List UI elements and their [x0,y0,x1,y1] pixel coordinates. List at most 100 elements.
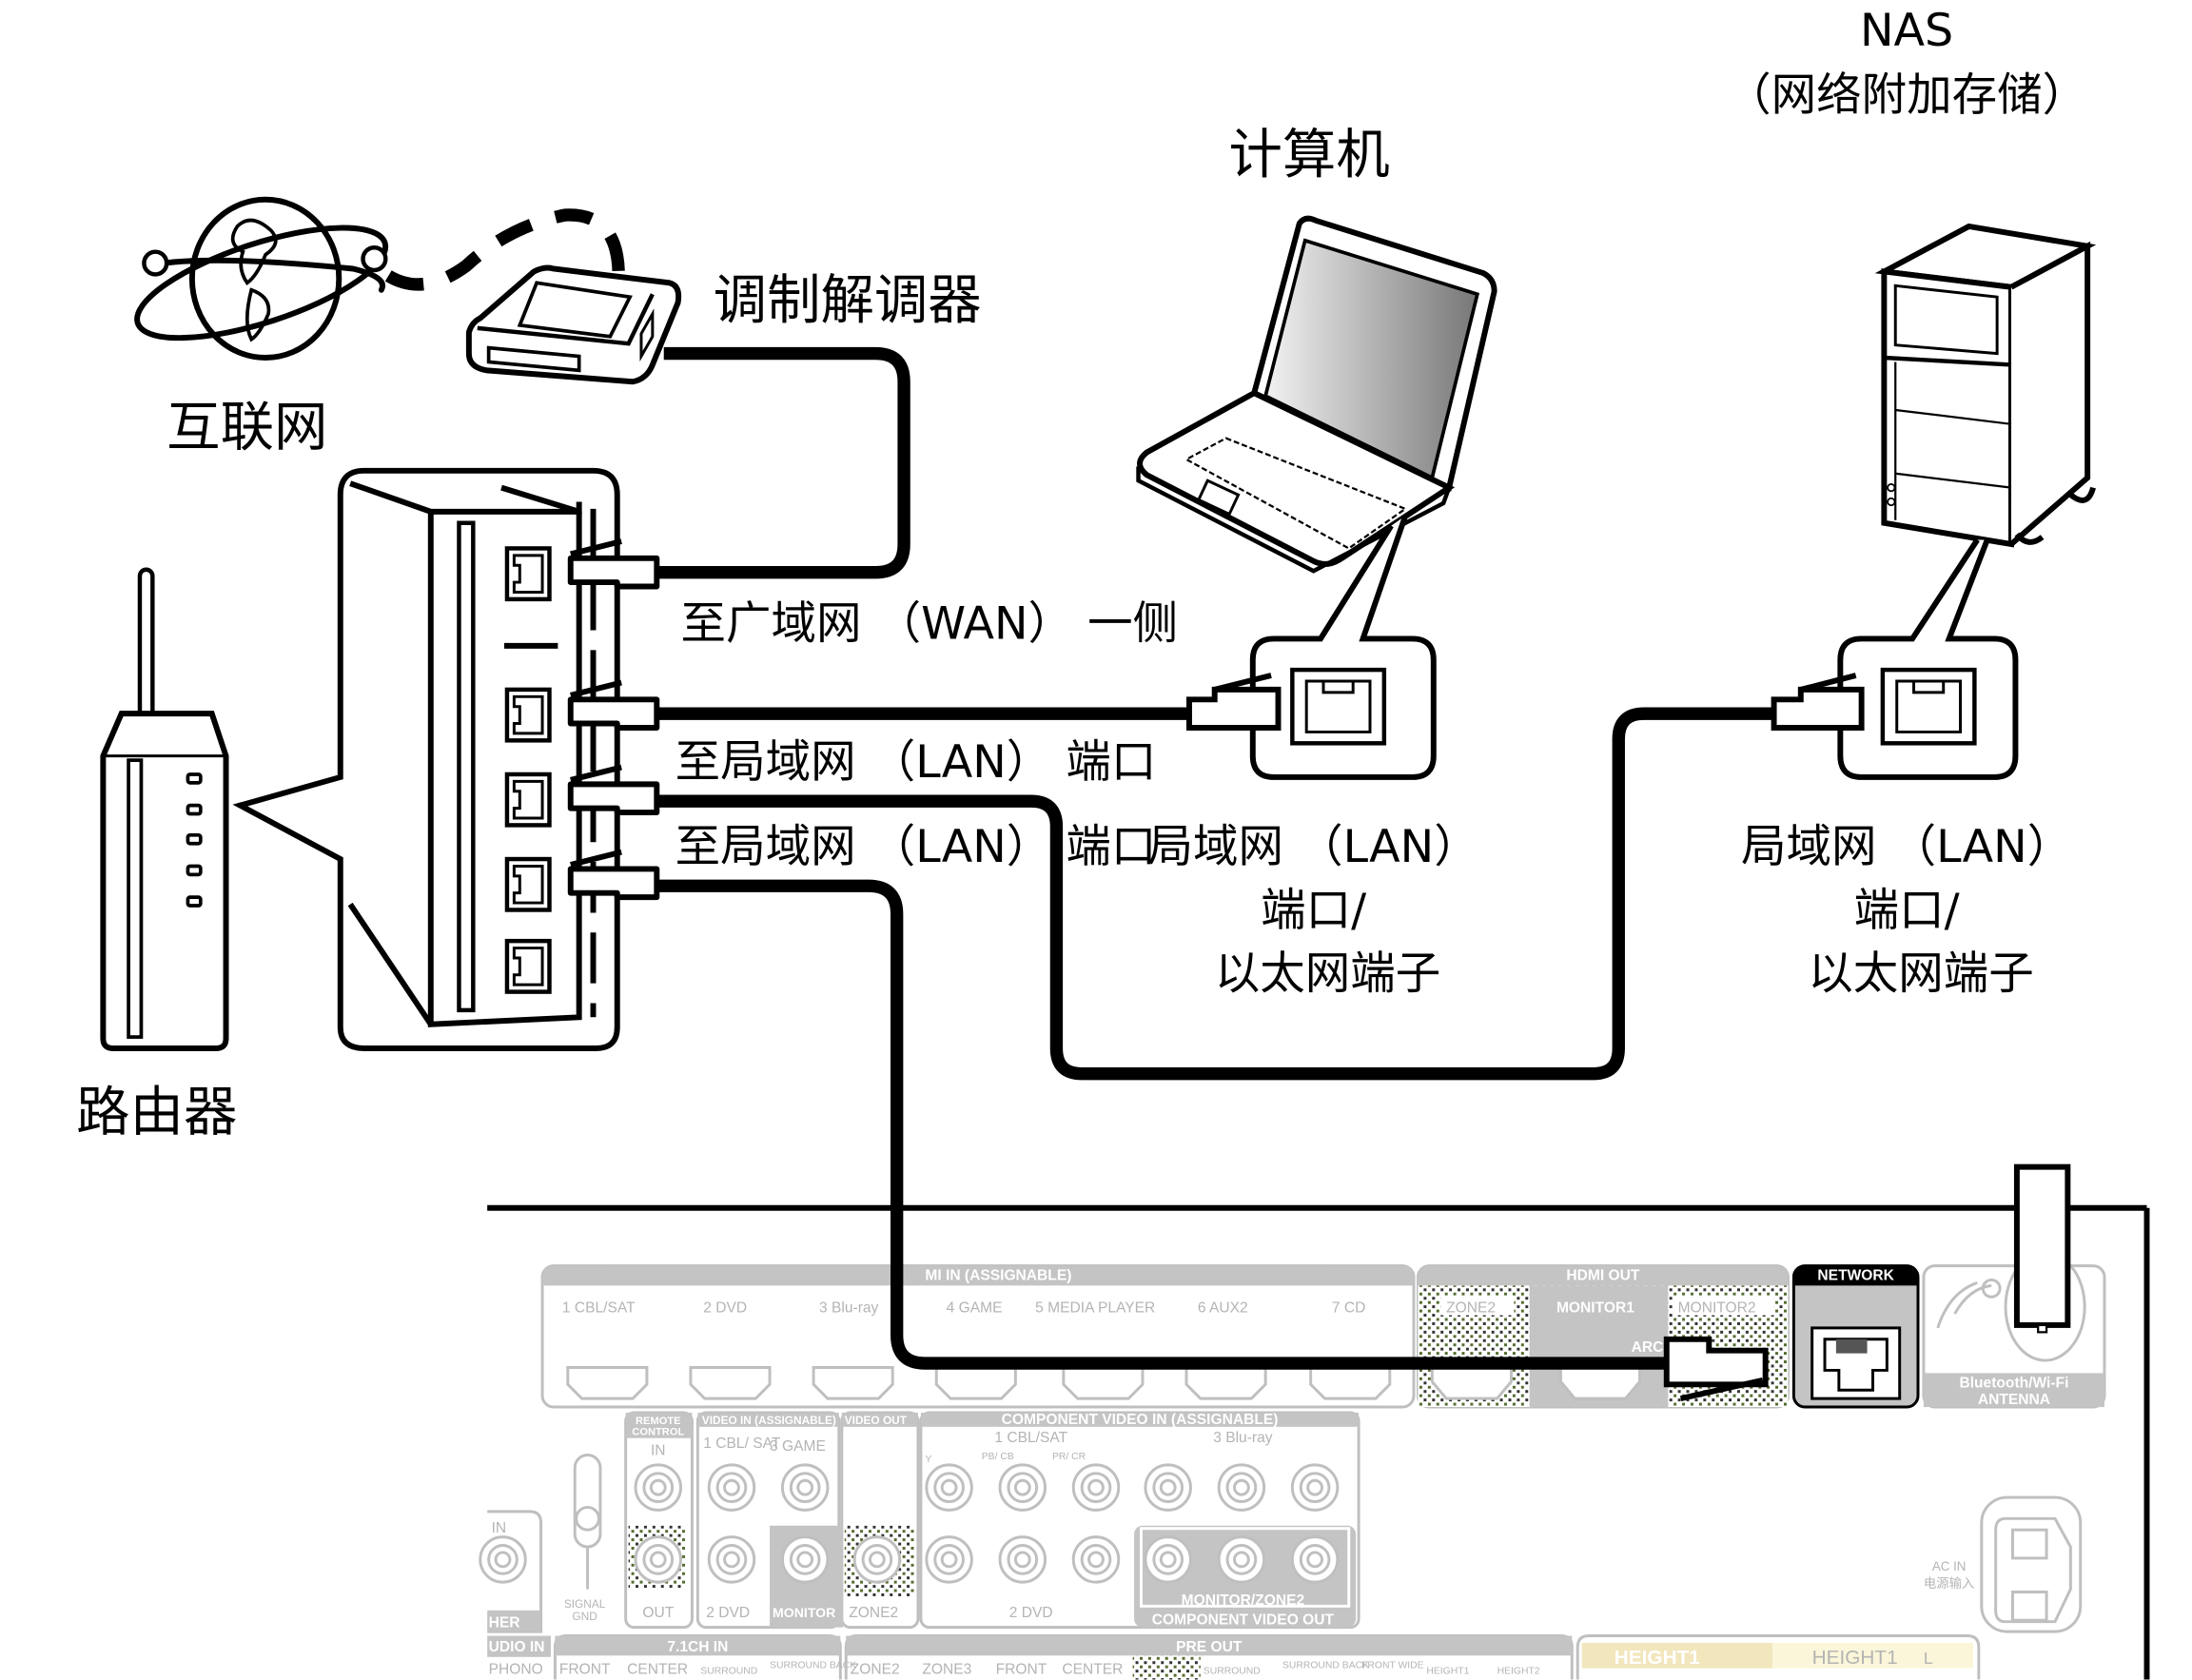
hdmi-in-label: 7 CD [1332,1300,1366,1317]
rca-jack [1080,1544,1112,1575]
wan-dashed-link [384,208,625,291]
video-out-title: VIDEO OUT [845,1414,908,1427]
bluetooth-wifi-antenna-section: Bluetooth/Wi-Fi ANTENNA [1922,1163,2106,1409]
pre-out-channel: SURROUND [1204,1667,1261,1677]
hdmi-out-title: HDMI OUT [1566,1267,1640,1283]
internet-globe-icon [134,196,389,361]
router-port-lan-4 [504,938,552,994]
hdmi-in-label: 6 AUX2 [1198,1300,1248,1317]
antenna-label-line1: Bluetooth/Wi-Fi [1959,1375,2068,1391]
pc-plug-icon [1186,686,1282,731]
speaker-r: R [1729,1649,1741,1668]
rca-jack [707,1535,756,1584]
rca-jack [1217,1463,1266,1512]
router-enlarged [347,480,660,1027]
rca-jack [1007,1472,1039,1503]
rca-jack [1007,1544,1039,1575]
phono-other-label: HER [489,1615,520,1631]
rca-jack [723,1551,740,1569]
component-out-title: COMPONENT VIDEO OUT [1152,1612,1335,1629]
rca-jack [723,1478,740,1496]
pre-out-channel: ZONE3 [922,1662,971,1678]
rca-jack [487,1544,519,1575]
lan-plug-1-icon [567,696,660,731]
rca-jack [940,1478,958,1496]
rca-jack [1152,1472,1184,1503]
rca-jack [1233,1478,1250,1496]
rca-jack [1144,1535,1192,1584]
wan-plug-icon [567,555,660,590]
nas-lan-port-icon [1880,667,1977,746]
rca-jack [1080,1472,1112,1503]
ch71-channel: SURROUND BACK [770,1661,856,1671]
antenna-icon [2013,1163,2071,1328]
internet-label: 互联网 [166,397,327,459]
ch71-title: 7.1CH IN [667,1639,728,1655]
pre-out-channel: ZONE2 [851,1662,900,1678]
rca-jack [1225,1472,1258,1503]
rca-jack [1290,1535,1340,1584]
nas-lan-cable [656,707,1774,1081]
pc-port-label-line3: 以太网端子 [1215,948,1441,1001]
network-title: NETWORK [1817,1267,1894,1283]
video-out-zone2: ZONE2 [849,1605,898,1621]
hdmi-out-zone2: ZONE2 [1446,1300,1496,1317]
receiver-plug-icon [1663,1336,1769,1402]
av-receiver-rear-panel: MI IN (ASSIGNABLE) 1 CBL/SAT 2 DVD 3 Blu… [479,879,2150,1680]
rca-jack [634,1535,683,1584]
hdmi-in-section: MI IN (ASSIGNABLE) 1 CBL/SAT 2 DVD 3 Blu… [540,1264,1416,1409]
rca-jack [1233,1551,1250,1569]
nas-port-label-line1: 局域网 （LAN） [1741,821,2072,873]
phono-section: IN HER UDIO IN PHONO [487,1510,551,1678]
pre-out-channel: HEIGHT2 [1497,1667,1540,1677]
nas-label-line2: （网络附加存储） [1726,69,2087,122]
computer-label: 计算机 [1229,125,1390,186]
rca-jack [780,1463,830,1512]
rca-jack [852,1535,902,1584]
component-group-label: 1 CBL/SAT [994,1430,1067,1446]
modem-icon [465,264,682,385]
nas-port-label-line2: 端口/ [1854,885,1960,937]
lan-plug-2-icon [567,781,660,816]
router-icon [100,567,229,1051]
pc-port-label-line2: 端口/ [1261,885,1366,937]
wan-side-label: 至广域网 （WAN） 一侧 [681,597,1179,650]
rca-jacks [479,1463,1340,1584]
pre-out-channel: FRONT WIDE [1361,1661,1424,1671]
pre-out-channel: FRONT [996,1662,1047,1678]
ac-in-label-cn: 电源输入 [1924,1576,1974,1591]
remote-title: REMOTE [636,1416,681,1427]
video-in-label: 2 DVD [706,1605,750,1621]
network-port-section: NETWORK [1791,1264,1920,1409]
component-in-title: COMPONENT VIDEO IN (ASSIGNABLE) [1002,1412,1279,1428]
rca-jack [998,1535,1047,1584]
remote-out: OUT [642,1605,674,1621]
signal-gnd-label: GND [572,1610,597,1623]
rca-jack [925,1535,973,1584]
modem-label: 调制解调器 [714,269,982,331]
component-channel-label: PR/ CR [1052,1452,1086,1462]
ch71-channel: FRONT [559,1662,611,1678]
lan-port-label-2: 至局域网 （LAN） 端口 [675,821,1157,873]
video-in-label: 1 CBL/ SAT [703,1436,781,1452]
rca-jack [479,1535,527,1584]
remote-title: CONTROL [632,1427,684,1438]
video-in-title: VIDEO IN (ASSIGNABLE) [702,1414,836,1427]
pc-port-label-line1: 局域网 （LAN） [1148,821,1479,873]
hdmi-in-label: 1 CBL/SAT [562,1300,636,1317]
rca-jack [1290,1463,1340,1512]
rca-jack [1087,1478,1105,1496]
hdmi-in-title: MI IN (ASSIGNABLE) [925,1267,1071,1283]
rca-jack [715,1472,748,1503]
antenna-label-line2: ANTENNA [1978,1392,2050,1408]
rca-jack [796,1478,814,1496]
rca-jack [642,1472,675,1503]
rca-jack [707,1463,756,1512]
ch71-channel: SURROUND [700,1667,757,1677]
hdmi-in-label: 4 GAME [947,1300,1003,1317]
hdmi-out-section: HDMI OUT ZONE2 MONITOR1 MONITOR2 ARC [1416,1264,1790,1409]
rca-jack [998,1463,1047,1512]
component-video-in-section: COMPONENT VIDEO IN (ASSIGNABLE) 1 CBL/SA… [919,1411,1360,1630]
rca-jack [494,1551,512,1569]
router-port-lan-1 [504,687,552,743]
